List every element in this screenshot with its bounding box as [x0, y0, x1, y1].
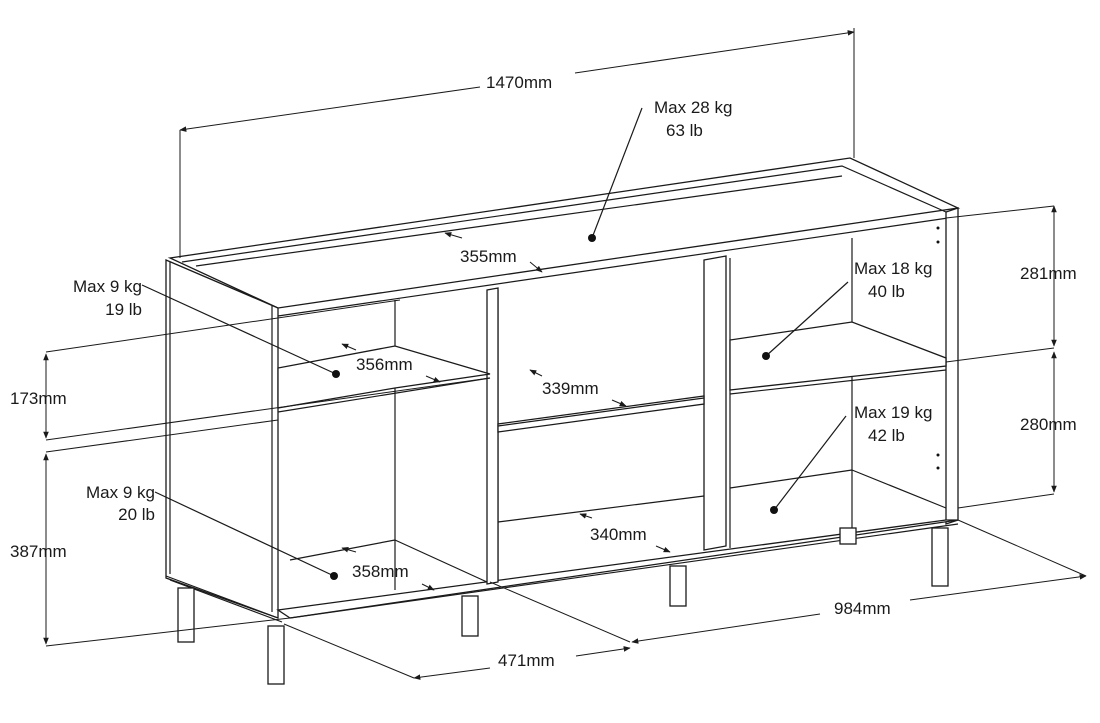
- load-leaders: [141, 107, 849, 580]
- load-right-lower-kg: Max 19 kg: [854, 403, 932, 422]
- dimension-labels: 1470mm 355mm 356mm 339mm 358mm 340mm 173…: [10, 73, 1077, 670]
- load-point-right-lower: [770, 506, 778, 514]
- dim-height-left-upper: 173mm: [10, 389, 67, 408]
- dim-height-right-upper: 281mm: [1020, 264, 1077, 283]
- load-labels: Max 28 kg 63 lb Max 9 kg 19 lb Max 9 kg …: [73, 98, 932, 524]
- cabinet-legs: [177, 527, 949, 685]
- leg-back-mid: [669, 565, 687, 607]
- load-point-top: [588, 234, 596, 242]
- left-upper-shelf: [277, 345, 491, 409]
- load-top-lb: 63 lb: [666, 121, 703, 140]
- leg-front-left-inner: [267, 625, 285, 685]
- load-point-right-upper: [762, 352, 770, 360]
- dim-depth-bottom: 471mm: [498, 651, 555, 670]
- dim-height-left-lower: 387mm: [10, 542, 67, 561]
- load-right-lower-lb: 42 lb: [868, 426, 905, 445]
- dim-middle-shelf: 339mm: [542, 379, 599, 398]
- middle-shelf: [497, 395, 705, 433]
- leg-back-left: [461, 595, 479, 637]
- leg-front-left: [177, 587, 195, 643]
- left-side-panel: [165, 259, 279, 619]
- dim-length-right: 984mm: [834, 599, 891, 618]
- top-surface: [167, 157, 961, 309]
- load-left-lower-kg: Max 9 kg: [86, 483, 155, 502]
- leg-back-right: [839, 527, 857, 545]
- load-left-upper-lb: 19 lb: [105, 300, 142, 319]
- cabinet-body: [165, 157, 961, 623]
- left-divider: [486, 287, 499, 585]
- load-right-upper-lb: 40 lb: [868, 282, 905, 301]
- load-left-upper-kg: Max 9 kg: [73, 277, 142, 296]
- load-point-left-lower: [330, 572, 338, 580]
- dim-bottom-middle: 340mm: [590, 525, 647, 544]
- dim-width-total: 1470mm: [486, 73, 552, 92]
- dimension-lines: [43, 28, 1087, 680]
- dim-height-right-lower: 280mm: [1020, 415, 1077, 434]
- load-left-lower-lb: 20 lb: [118, 505, 155, 524]
- load-point-left-upper: [332, 370, 340, 378]
- leg-front-right: [931, 527, 949, 587]
- dim-left-upper-shelf: 356mm: [356, 355, 413, 374]
- load-top-kg: Max 28 kg: [654, 98, 732, 117]
- load-right-upper-kg: Max 18 kg: [854, 259, 932, 278]
- right-divider: [703, 255, 727, 551]
- dim-left-lower-shelf: 358mm: [352, 562, 409, 581]
- right-side-panel: [945, 207, 959, 525]
- dim-top-depth: 355mm: [460, 247, 517, 266]
